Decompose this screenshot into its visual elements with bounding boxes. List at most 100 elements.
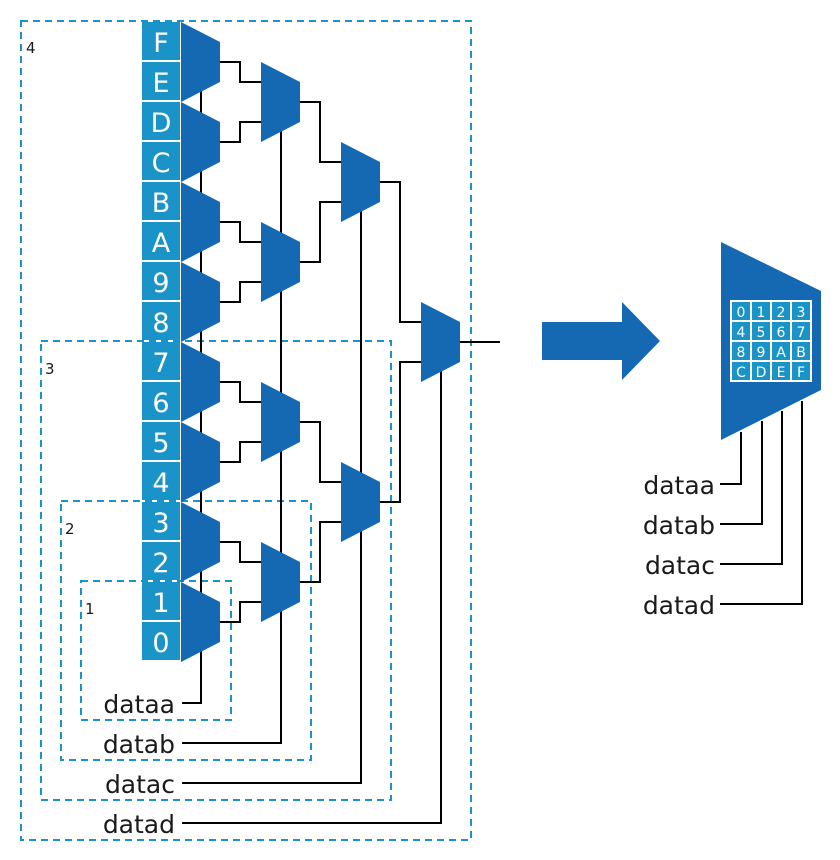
wire bbox=[300, 201, 341, 263]
select-label-dataa: dataa bbox=[103, 690, 175, 719]
boundary-box-1 bbox=[80, 580, 232, 721]
mux-level3-1 bbox=[341, 462, 380, 542]
select-line-level4 bbox=[182, 362, 442, 824]
mux-level3-0 bbox=[341, 142, 380, 222]
boundary-box-2 bbox=[60, 500, 312, 761]
input-cell-label: 7 bbox=[152, 348, 169, 379]
input-cell-label: 2 bbox=[152, 548, 169, 579]
lut-cell-label: 2 bbox=[777, 305, 786, 321]
input-cell-label: B bbox=[152, 188, 171, 219]
lut-cell-7 bbox=[792, 322, 810, 340]
select-label-datab: datab bbox=[103, 730, 175, 759]
input-cell-E bbox=[142, 62, 180, 100]
boundary-label-3: 3 bbox=[45, 360, 55, 378]
select-label-datad: datad bbox=[103, 810, 175, 839]
multiplexers bbox=[181, 22, 460, 662]
wire bbox=[220, 601, 261, 623]
lut-cell-label: C bbox=[736, 365, 746, 381]
wire bbox=[300, 101, 341, 163]
wire bbox=[220, 221, 261, 243]
input-cell-8 bbox=[142, 302, 180, 340]
right-select-line-datad bbox=[720, 401, 803, 605]
lut-cell-0 bbox=[732, 302, 750, 320]
wire bbox=[380, 181, 421, 323]
right-select-label-datab: datab bbox=[643, 511, 715, 540]
lut-cell-1 bbox=[752, 302, 770, 320]
right-select-label-datac: datac bbox=[645, 551, 715, 580]
lut-cell-label: 1 bbox=[757, 305, 766, 321]
left-select-labels: dataa datab datac datad bbox=[103, 690, 175, 839]
boundary-label-1: 1 bbox=[85, 600, 95, 618]
input-cell-label: 5 bbox=[152, 428, 169, 459]
input-cell-5 bbox=[142, 422, 180, 460]
lut-cell-D bbox=[752, 362, 770, 380]
right-select-label-datad: datad bbox=[643, 591, 715, 620]
lut-cell-A bbox=[772, 342, 790, 360]
wire bbox=[300, 521, 341, 583]
mux-level1-2 bbox=[181, 182, 220, 262]
select-line-level2 bbox=[182, 122, 282, 744]
mux-level1-3 bbox=[181, 262, 220, 342]
mux-level2-2 bbox=[261, 382, 300, 462]
lut-cell-label: 3 bbox=[797, 305, 806, 321]
input-cell-F bbox=[142, 22, 180, 60]
lut-cell-label: D bbox=[756, 365, 767, 381]
input-cell-label: 9 bbox=[152, 268, 169, 299]
right-select-line-datac bbox=[720, 411, 783, 565]
mux-level2-0 bbox=[261, 62, 300, 142]
input-cell-label: 4 bbox=[152, 468, 169, 499]
input-cell-label: 8 bbox=[152, 308, 169, 339]
lut-cell-4 bbox=[732, 322, 750, 340]
mux-level2-1 bbox=[261, 222, 300, 302]
mux-level1-4 bbox=[181, 342, 220, 422]
right-select-line-datab bbox=[720, 421, 763, 525]
lut-cell-9 bbox=[752, 342, 770, 360]
boundary-label-2: 2 bbox=[65, 520, 75, 538]
mux-level1-6 bbox=[181, 502, 220, 582]
boundary-box-4 bbox=[20, 20, 472, 841]
mux-level1-5 bbox=[181, 422, 220, 502]
mux-level1-0 bbox=[181, 22, 220, 102]
input-cell-1 bbox=[142, 582, 180, 620]
lut-cell-label: 5 bbox=[757, 325, 766, 341]
mux-level4-0 bbox=[421, 302, 460, 382]
mux-level2-3 bbox=[261, 542, 300, 622]
mux-level1-1 bbox=[181, 102, 220, 182]
lut-cell-5 bbox=[752, 322, 770, 340]
lut-cell-label: 8 bbox=[737, 345, 746, 361]
input-cell-2 bbox=[142, 542, 180, 580]
lut-cell-label: B bbox=[796, 345, 806, 361]
boundary-label-4: 4 bbox=[26, 39, 36, 57]
wire bbox=[220, 61, 261, 83]
lut-cell-label: 4 bbox=[737, 325, 746, 341]
lut-cell-8 bbox=[732, 342, 750, 360]
input-cell-label: 3 bbox=[152, 508, 169, 539]
input-cell-label: 1 bbox=[152, 588, 169, 619]
input-cell-4 bbox=[142, 462, 180, 500]
input-cell-label: E bbox=[152, 68, 169, 99]
wire bbox=[220, 541, 261, 563]
input-cell-9 bbox=[142, 262, 180, 300]
input-cell-label: F bbox=[153, 28, 169, 59]
boundary-boxes: 4 3 2 1 bbox=[20, 20, 472, 841]
input-cell-3 bbox=[142, 502, 180, 540]
lut-cell-F bbox=[792, 362, 810, 380]
wire bbox=[300, 421, 341, 483]
right-select-line-dataa bbox=[720, 432, 742, 485]
right-arrow-icon bbox=[542, 302, 660, 380]
input-cell-0 bbox=[142, 622, 180, 660]
lut-cell-B bbox=[792, 342, 810, 360]
wire bbox=[220, 121, 261, 143]
select-line-level3 bbox=[182, 202, 362, 784]
select-label-datac: datac bbox=[105, 770, 175, 799]
lut-cell-label: 7 bbox=[797, 325, 806, 341]
boundary-box-3 bbox=[40, 340, 392, 801]
input-cell-A bbox=[142, 222, 180, 260]
input-cell-label: A bbox=[152, 228, 171, 259]
lut-cell-label: A bbox=[776, 345, 786, 361]
lut-cell-label: 9 bbox=[757, 345, 766, 361]
mux-level1-7 bbox=[181, 582, 220, 662]
